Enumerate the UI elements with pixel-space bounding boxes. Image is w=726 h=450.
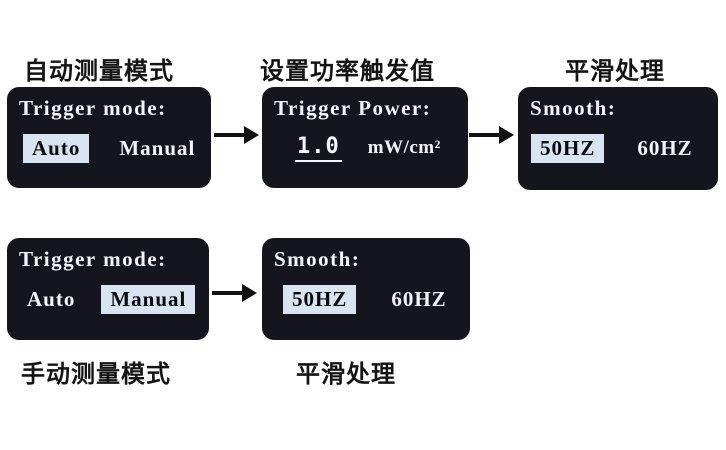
arrow-head <box>499 126 514 144</box>
option-60hz[interactable]: 60HZ <box>637 136 693 160</box>
flow-arrow-icon <box>212 284 257 302</box>
trigger-mode-options: Auto Manual <box>27 285 197 314</box>
trigger-mode-title: Trigger mode: <box>19 247 167 271</box>
option-50hz[interactable]: 50HZ <box>283 285 357 314</box>
trigger-mode-options: Auto Manual <box>23 134 199 163</box>
trigger-power-value[interactable]: 1.0 <box>295 134 342 162</box>
option-60hz[interactable]: 60HZ <box>391 287 447 311</box>
screen-trigger-mode-manual: Trigger mode: Auto Manual <box>7 238 209 340</box>
arrow-head <box>244 126 259 144</box>
option-50hz[interactable]: 50HZ <box>531 134 605 163</box>
arrow-shaft <box>214 133 244 137</box>
trigger-power-title: Trigger Power: <box>274 96 432 120</box>
caption-manual-measure-mode: 手动测量模式 <box>21 361 171 388</box>
caption-set-power-trigger: 设置功率触发值 <box>260 58 435 85</box>
trigger-power-unit: mW/cm² <box>367 137 441 158</box>
screen-trigger-power: Trigger Power: 1.0 mW/cm² <box>262 87 468 188</box>
screen-trigger-mode-auto: Trigger mode: Auto Manual <box>7 87 211 188</box>
arrow-head <box>242 284 257 302</box>
screen-smooth-top: Smooth: 50HZ 60HZ <box>518 87 718 190</box>
screen-smooth-bottom: Smooth: 50HZ 60HZ <box>262 238 470 340</box>
option-auto[interactable]: Auto <box>27 287 76 311</box>
caption-auto-measure-mode: 自动测量模式 <box>24 58 174 85</box>
option-manual[interactable]: Manual <box>101 285 196 314</box>
caption-smooth-top: 平滑处理 <box>565 58 665 85</box>
arrow-shaft <box>212 291 242 295</box>
option-manual[interactable]: Manual <box>119 136 196 160</box>
smooth-title: Smooth: <box>274 247 361 271</box>
arrow-shaft <box>469 133 499 137</box>
caption-smooth-bottom: 平滑处理 <box>296 361 396 388</box>
smooth-options: 50HZ 60HZ <box>283 285 458 314</box>
flow-arrow-icon <box>214 126 259 144</box>
smooth-options: 50HZ 60HZ <box>531 134 706 163</box>
trigger-power-row: 1.0 mW/cm² <box>295 134 456 162</box>
flow-arrow-icon <box>469 126 514 144</box>
option-auto[interactable]: Auto <box>23 134 90 163</box>
trigger-mode-title: Trigger mode: <box>19 96 167 120</box>
smooth-title: Smooth: <box>530 96 617 120</box>
